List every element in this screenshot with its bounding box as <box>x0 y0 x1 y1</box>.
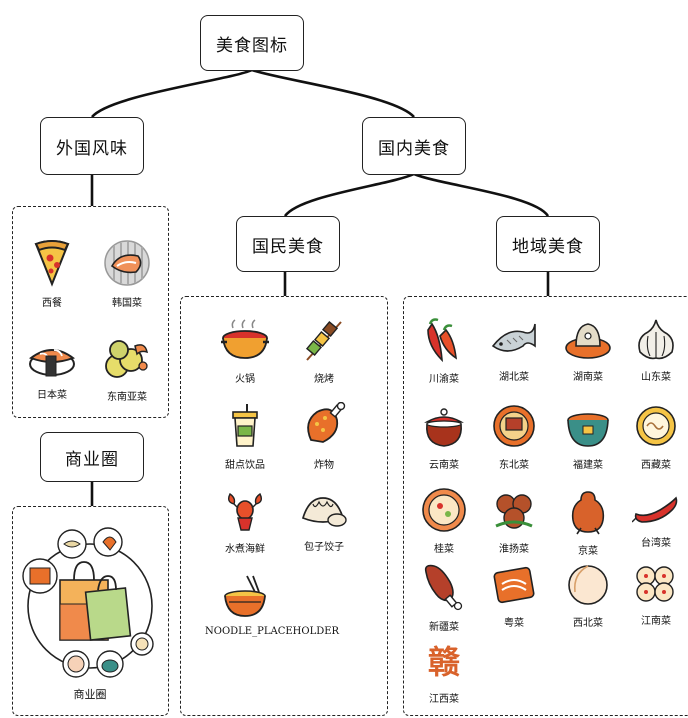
skewer-icon <box>305 320 342 361</box>
regional-item-label: 西藏菜 <box>641 460 671 471</box>
drink-cup-icon <box>232 404 258 447</box>
popular-item-label: 水煮海鲜 <box>225 544 265 555</box>
popular-item-dumplings[interactable]: 包子饺子 <box>284 488 364 566</box>
lions-head-meatball-icon <box>495 494 533 529</box>
regional-item-hubei[interactable]: 湖北菜 <box>474 316 554 394</box>
rice-noodle-bowl-icon <box>422 488 466 532</box>
regional-item-xinjiang[interactable]: 新疆菜 <box>404 562 484 640</box>
regional-item-jiangxi[interactable]: 赣 江西菜 <box>404 640 484 718</box>
regional-item-tibet[interactable]: 西藏菜 <box>616 404 688 482</box>
regional-item-label: 江西菜 <box>429 694 459 705</box>
hotpot-icon <box>221 319 269 359</box>
taiwan-sausage-icon <box>632 496 678 523</box>
foreign-item-label: 东南亚菜 <box>107 392 147 403</box>
regional-item-label: 江南菜 <box>641 616 671 627</box>
foreign-cuisine-panel <box>12 206 169 418</box>
regional-item-label: 山东菜 <box>641 372 671 383</box>
dumpling-icon <box>301 497 347 527</box>
root-node[interactable]: 美食图标 <box>200 15 304 71</box>
regional-item-taiwan[interactable]: 台湾菜 <box>616 488 688 566</box>
chili-pepper-icon <box>427 318 457 363</box>
regional-item-hunan[interactable]: 湖南菜 <box>548 316 628 394</box>
noodle-bowl-icon <box>224 575 266 617</box>
regional-item-label: 东北菜 <box>499 460 529 471</box>
roast-duck-icon <box>571 491 605 535</box>
foreign-item-western[interactable]: 西餐 <box>12 238 92 316</box>
regional-item-cantonese[interactable]: 粤菜 <box>474 562 554 640</box>
lamb-leg-icon <box>424 564 463 611</box>
regional-item-label: 桂菜 <box>434 544 454 555</box>
regional-item-label: 台湾菜 <box>641 538 671 549</box>
regional-item-label: 湖南菜 <box>573 372 603 383</box>
popular-item-bbq[interactable]: 烧烤 <box>284 318 364 396</box>
regional-item-guangxi[interactable]: 桂菜 <box>404 488 484 566</box>
buddha-jumps-wall-icon <box>567 413 609 447</box>
tsampa-bowl-icon <box>636 406 676 446</box>
regional-item-label: 淮扬菜 <box>499 544 529 555</box>
popular-item-label: NOODLE_PLACEHOLDER <box>205 626 340 637</box>
regional-item-label: 粤菜 <box>504 618 524 629</box>
regional-item-northwest[interactable]: 西北菜 <box>548 562 628 640</box>
popular-item-seafood[interactable]: 水煮海鲜 <box>205 488 285 566</box>
domestic-cuisine-node[interactable]: 国内美食 <box>362 117 466 175</box>
sushi-icon <box>28 349 76 377</box>
regional-item-label: 川渝菜 <box>429 374 459 385</box>
cantonese-dish-icon <box>493 566 535 604</box>
popular-item-dessert-drinks[interactable]: 甜点饮品 <box>205 402 285 480</box>
popular-item-label: 包子饺子 <box>304 542 344 553</box>
regional-item-label: 湖北菜 <box>499 372 529 383</box>
regional-item-northeast[interactable]: 东北菜 <box>474 404 554 482</box>
regional-item-huaiyang[interactable]: 淮扬菜 <box>474 488 554 566</box>
shopping-bags-icon <box>22 527 154 678</box>
regional-item-beijing[interactable]: 京菜 <box>548 488 628 566</box>
regional-item-label: 京菜 <box>578 546 598 557</box>
fish-icon <box>491 323 536 352</box>
regional-item-label: 福建菜 <box>573 460 603 471</box>
flatbread-icon <box>568 565 608 605</box>
steamed-fish-head-icon <box>565 323 611 359</box>
regional-item-yunnan[interactable]: 云南菜 <box>404 404 484 482</box>
foreign-item-label: 韩国菜 <box>112 298 142 309</box>
popular-cuisine-node[interactable]: 国民美食 <box>236 216 340 272</box>
popular-item-label: 甜点饮品 <box>225 460 265 471</box>
korean-bbq-icon <box>104 240 150 286</box>
regional-item-label: 西北菜 <box>573 618 603 629</box>
gan-character-icon: 赣 <box>427 643 460 681</box>
foreign-item-label: 日本菜 <box>37 390 67 401</box>
popular-item-hotpot[interactable]: 火锅 <box>205 318 285 396</box>
southeast-asian-platter-icon <box>105 340 148 378</box>
pastries-icon <box>636 566 674 602</box>
regional-item-sichuan[interactable]: 川渝菜 <box>404 316 484 394</box>
popular-cuisine-panel <box>180 296 388 716</box>
foreign-item-japanese[interactable]: 日本菜 <box>12 336 92 414</box>
foreign-item-korean[interactable]: 韩国菜 <box>87 238 167 316</box>
business-district-label: 商业圈 <box>73 688 107 701</box>
regional-item-label: 云南菜 <box>429 460 459 471</box>
popular-item-noodles[interactable]: NOODLE_PLACEHOLDER <box>205 574 340 652</box>
popular-item-label: 火锅 <box>235 374 255 385</box>
stew-bowl-icon <box>493 405 535 447</box>
foreign-item-label: 西餐 <box>42 298 62 309</box>
business-district-node[interactable]: 商业圈 <box>40 432 144 482</box>
clay-pot-icon <box>424 408 464 447</box>
foreign-cuisine-node[interactable]: 外国风味 <box>40 117 144 175</box>
regional-cuisine-node[interactable]: 地域美食 <box>496 216 600 272</box>
regional-item-fujian[interactable]: 福建菜 <box>548 404 628 482</box>
regional-item-shandong[interactable]: 山东菜 <box>616 316 688 394</box>
foreign-item-southeast-asian[interactable]: 东南亚菜 <box>87 336 167 414</box>
garlic-icon <box>638 319 674 360</box>
fried-drumstick-icon <box>307 402 346 443</box>
pizza-slice-icon <box>34 240 70 287</box>
regional-item-label: 新疆菜 <box>429 622 459 633</box>
popular-item-fried[interactable]: 炸物 <box>284 402 364 480</box>
popular-item-label: 烧烤 <box>314 374 334 385</box>
regional-item-jiangnan[interactable]: 江南菜 <box>616 562 688 640</box>
lobster-icon <box>227 492 263 531</box>
popular-item-label: 炸物 <box>314 460 334 471</box>
